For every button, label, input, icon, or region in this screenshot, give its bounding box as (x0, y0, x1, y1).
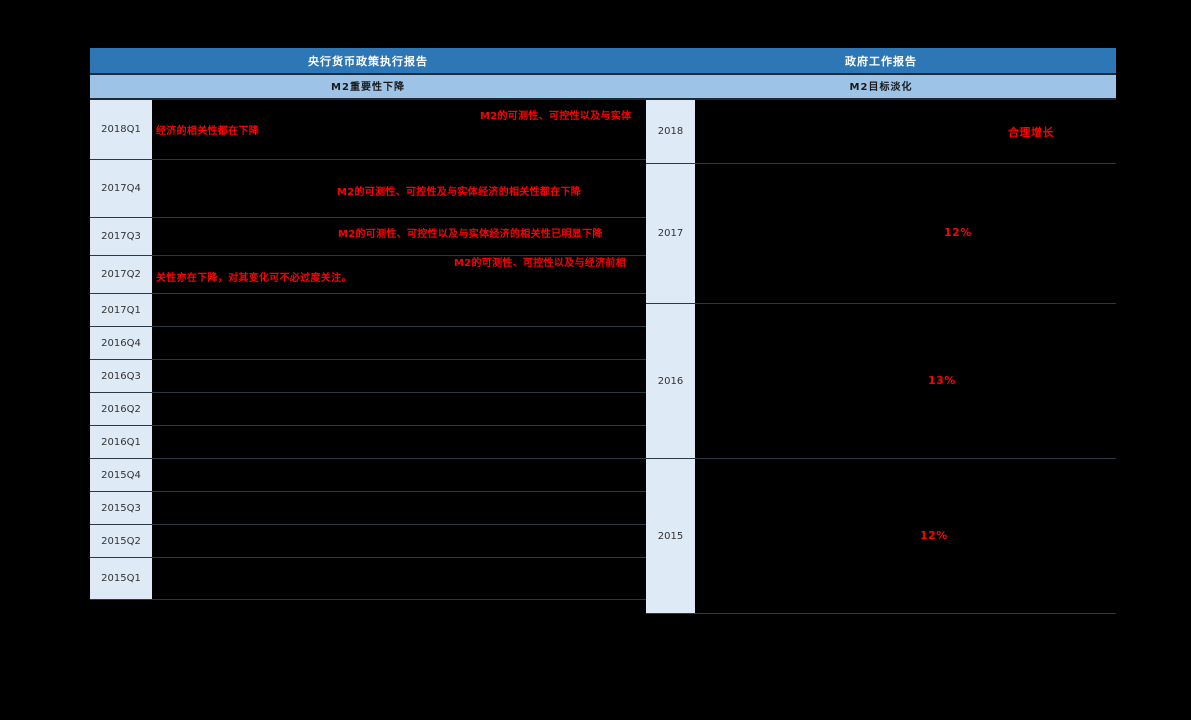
pboc-note-cell (152, 525, 646, 557)
m2-target-cell: 13% (695, 304, 1116, 458)
table-row: 2015Q4 (90, 459, 646, 492)
table-row: 2015 12% (646, 459, 1116, 614)
gov-rows-container: 2018 合理增长 2017 12% 2016 13% 2015 12% (646, 100, 1116, 614)
m2-target-cell: 12% (695, 459, 1116, 613)
table-row: 2015Q3 (90, 492, 646, 525)
period-label: 2015Q4 (90, 459, 152, 491)
gov-report-panel: 政府工作报告 M2目标淡化 2018 合理增长 2017 12% 2016 13% 2015… (646, 48, 1116, 614)
pboc-note-cell: M2的可测性、可控性以及与经济前相关性亦在下降，对其变化可不必过度关注。 (152, 256, 646, 293)
pboc-annotation-line: 经济的相关性都在下降 (156, 126, 259, 137)
table-row: 2016Q1 (90, 426, 646, 459)
period-label: 2015Q2 (90, 525, 152, 557)
pboc-panel-header: 央行货币政策执行报告 (90, 48, 646, 75)
pboc-annotation-line: M2的可测性、可控性以及与经济前相 (454, 258, 627, 269)
period-label: 2016Q1 (90, 426, 152, 458)
pboc-note-cell (152, 360, 646, 392)
pboc-note-cell: M2的可测性、可控性以及与实体经济的相关性已明显下降 (152, 218, 646, 255)
period-label: 2015Q3 (90, 492, 152, 524)
table-row: 2016Q4 (90, 327, 646, 360)
period-label: 2017Q1 (90, 294, 152, 326)
gov-panel-subheader: M2目标淡化 (646, 75, 1116, 100)
table-row: 2016Q2 (90, 393, 646, 426)
table-row: 2018 合理增长 (646, 100, 1116, 164)
table-row: 2017 12% (646, 164, 1116, 304)
period-label: 2017Q3 (90, 218, 152, 255)
m2-target-value: 12% (944, 226, 972, 239)
period-label: 2016Q4 (90, 327, 152, 359)
table-row: 2017Q3 M2的可测性、可控性以及与实体经济的相关性已明显下降 (90, 218, 646, 256)
pboc-note-cell (152, 426, 646, 458)
period-label: 2016Q3 (90, 360, 152, 392)
year-label: 2018 (646, 100, 695, 163)
table-row: 2015Q1 (90, 558, 646, 600)
table-row: 2017Q4 M2的可测性、可控性及与实体经济的相关性都在下降 (90, 160, 646, 218)
pboc-annotation-line: M2的可测性、可控性以及与实体经济的相关性已明显下降 (338, 229, 603, 240)
pboc-note-cell (152, 393, 646, 425)
year-label: 2015 (646, 459, 695, 613)
period-label: 2017Q2 (90, 256, 152, 293)
table-row: 2016 13% (646, 304, 1116, 459)
pboc-note-cell (152, 492, 646, 524)
period-label: 2016Q2 (90, 393, 152, 425)
period-label: 2015Q1 (90, 558, 152, 599)
gov-panel-header: 政府工作报告 (646, 48, 1116, 75)
pboc-annotation-line: M2的可测性、可控性以及与实体 (480, 111, 632, 122)
pboc-note-cell (152, 459, 646, 491)
pboc-annotation-line: 关性亦在下降，对其变化可不必过度关注。 (156, 273, 352, 284)
pboc-annotation-line: M2的可测性、可控性及与实体经济的相关性都在下降 (337, 187, 582, 198)
pboc-note-cell: M2的可测性、可控性及与实体经济的相关性都在下降 (152, 160, 646, 217)
table-row: 2015Q2 (90, 525, 646, 558)
m2-target-value: 12% (920, 528, 948, 542)
m2-target-cell: 12% (695, 164, 1116, 303)
pboc-note-cell (152, 558, 646, 599)
table-row: 2017Q1 (90, 294, 646, 327)
year-label: 2016 (646, 304, 695, 458)
pboc-note-cell (152, 294, 646, 326)
m2-target-cell: 合理增长 (695, 100, 1116, 163)
pboc-note-cell (152, 327, 646, 359)
year-label: 2017 (646, 164, 695, 303)
m2-target-value: 合理增长 (1008, 126, 1054, 139)
period-label: 2017Q4 (90, 160, 152, 217)
table-row: 2016Q3 (90, 360, 646, 393)
period-label: 2018Q1 (90, 100, 152, 159)
m2-target-value: 13% (928, 373, 956, 387)
pboc-panel-subheader: M2重要性下降 (90, 75, 646, 100)
pboc-note-cell: M2的可测性、可控性以及与实体经济的相关性都在下降 (152, 100, 646, 159)
